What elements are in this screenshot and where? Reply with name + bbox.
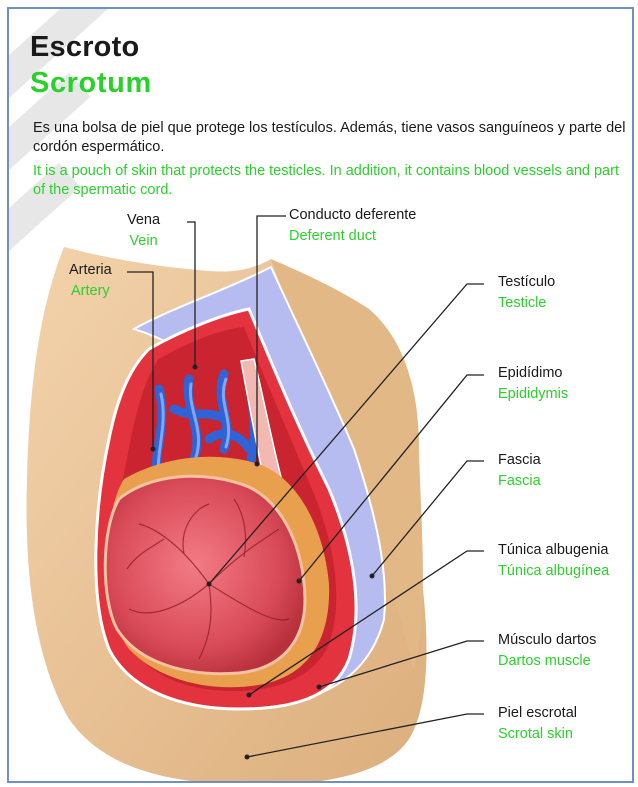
label-epididymis-es: Epidídimo: [498, 363, 568, 384]
label-deferent-duct: Conducto deferente Deferent duct: [289, 205, 416, 247]
label-testicle: Testículo Testicle: [498, 272, 555, 314]
label-dartos-muscle-es: Músculo dartos: [498, 630, 596, 651]
label-testicle-en: Testicle: [498, 293, 555, 314]
label-deferent-duct-es: Conducto deferente: [289, 205, 416, 226]
label-tunica-albuginea: Túnica albugenia Túnica albugínea: [498, 540, 609, 582]
label-epididymis: Epidídimo Epididymis: [498, 363, 568, 405]
label-fascia: Fascia Fascia: [498, 450, 541, 492]
label-scrotal-skin: Piel escrotal Scrotal skin: [498, 703, 577, 745]
label-epididymis-en: Epididymis: [498, 384, 568, 405]
label-artery-en: Artery: [69, 281, 112, 302]
label-dartos-muscle: Músculo dartos Dartos muscle: [498, 630, 596, 672]
label-deferent-duct-en: Deferent duct: [289, 226, 416, 247]
label-vein-en: Vein: [127, 231, 160, 252]
label-dartos-muscle-en: Dartos muscle: [498, 651, 596, 672]
label-vein-es: Vena: [127, 210, 160, 231]
label-testicle-es: Testículo: [498, 272, 555, 293]
label-scrotal-skin-en: Scrotal skin: [498, 724, 577, 745]
label-vein: Vena Vein: [127, 210, 160, 252]
label-fascia-en: Fascia: [498, 471, 541, 492]
label-tunica-albuginea-es: Túnica albugenia: [498, 540, 609, 561]
label-scrotal-skin-es: Piel escrotal: [498, 703, 577, 724]
label-artery: Arteria Artery: [69, 260, 112, 302]
label-artery-es: Arteria: [69, 260, 112, 281]
label-fascia-es: Fascia: [498, 450, 541, 471]
label-tunica-albuginea-en: Túnica albugínea: [498, 561, 609, 582]
page-frame: Escroto Scrotum Es una bolsa de piel que…: [7, 7, 634, 783]
